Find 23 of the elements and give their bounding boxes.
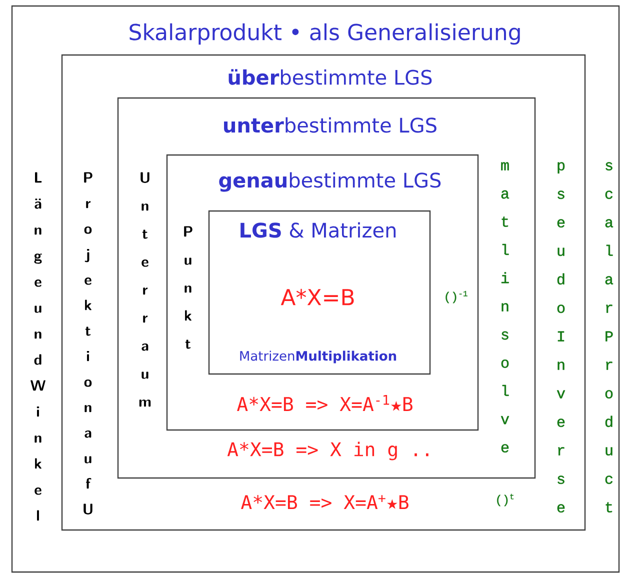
exponent-label: ()$^{t}$ (497, 494, 514, 506)
equation: A*X=B (280, 288, 354, 306)
vertical-label: Länge und Winkel (30, 172, 46, 521)
equation: A*X=B => X=A$^{+}$★B (241, 494, 408, 510)
equation: A*X=B => X=A$^{-1}$★B (237, 395, 412, 411)
box-frame (117, 97, 536, 479)
vertical-label: scalarProduct (605, 162, 614, 512)
heading: unterbestimmte LGS (224, 117, 436, 133)
exponent-label: ()$^{-1}$ (446, 290, 468, 304)
vertical-label: pseudoInverse (556, 162, 566, 512)
subheading: MatrizenMultiplikation (240, 350, 396, 364)
heading: Skalarprodukt • als Generalisierung (130, 23, 520, 45)
box-frame (11, 5, 620, 573)
heading: LGS & Matrizen (240, 222, 396, 238)
vertical-label: Unterraum (139, 172, 151, 407)
box-frame (208, 210, 431, 375)
heading: überbestimmte LGS (228, 69, 432, 85)
vertical-label: Punkt (184, 226, 192, 349)
vertical-label: Projektion auf U (84, 172, 92, 514)
box-frame (61, 54, 586, 531)
equation: A*X=B => X in g .. (227, 442, 428, 460)
box-frame (166, 154, 479, 431)
heading: genaubestimmte LGS (219, 172, 441, 192)
